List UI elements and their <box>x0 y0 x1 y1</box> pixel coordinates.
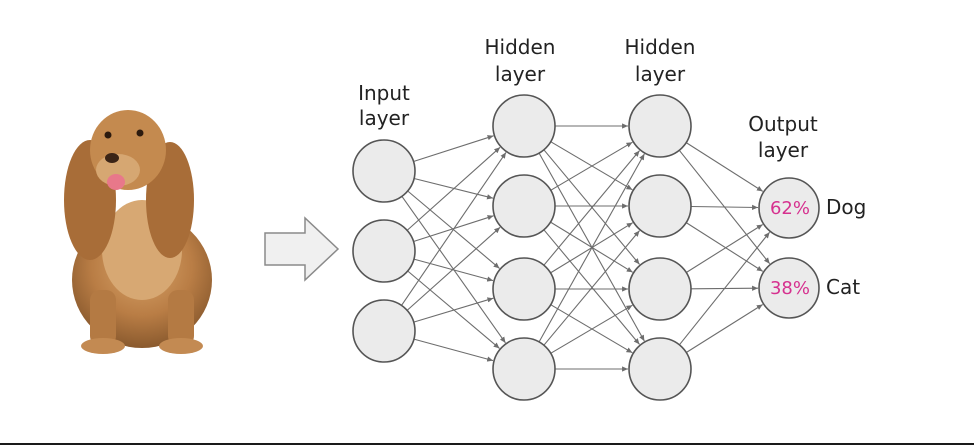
edge-hidden1-3-to-hidden2-2 <box>550 304 633 354</box>
hidden1-node-2 <box>492 257 556 321</box>
hidden2-node-0 <box>628 94 692 158</box>
hidden-layer-2-title-line1: Hidden <box>625 35 696 59</box>
edge-input-2-to-hidden1-3 <box>413 338 494 362</box>
edge-hidden1-3-to-hidden2-1 <box>543 230 640 346</box>
edge-hidden1-3-to-hidden2-0 <box>538 153 645 343</box>
output-layer-title-line2: layer <box>758 138 809 162</box>
input-node-2 <box>352 299 416 363</box>
edge-input-1-to-hidden1-0 <box>406 146 501 231</box>
edge-hidden2-2-to-output-0 <box>686 224 763 273</box>
input-node-0 <box>352 139 416 203</box>
hidden2-node-1 <box>628 174 692 238</box>
input-node-1 <box>352 219 416 283</box>
input-layer-title-line2: layer <box>359 106 410 130</box>
hidden1-node-3 <box>492 337 556 401</box>
output-layer-title-line1: Output <box>748 112 818 136</box>
hidden1-node-0 <box>492 94 556 158</box>
edge-input-2-to-hidden1-2 <box>413 297 494 323</box>
edge-hidden1-2-to-hidden2-0 <box>543 150 640 266</box>
hidden-layer-2-title-line2: layer <box>635 62 686 86</box>
cat-label: Cat <box>826 275 860 299</box>
edge-input-2-to-hidden1-0 <box>401 152 507 306</box>
edge-hidden2-1-to-output-0 <box>690 204 759 211</box>
dog-image <box>64 110 212 354</box>
output-node-1 <box>758 257 820 319</box>
connection-edges <box>401 123 771 372</box>
edge-hidden2-1-to-output-1 <box>685 222 764 272</box>
edge-hidden2-3-to-output-0 <box>678 231 771 346</box>
dog-percent: 62% <box>770 198 810 219</box>
hidden-layer-1-title-line1: Hidden <box>485 35 556 59</box>
hidden2-node-3 <box>628 337 692 401</box>
bottom-divider <box>0 443 974 445</box>
hidden-layer-1-title-line2: layer <box>495 62 546 86</box>
edge-hidden2-0-to-output-0 <box>685 142 764 192</box>
hidden2-node-2 <box>628 257 692 321</box>
edge-input-1-to-hidden1-2 <box>413 258 494 282</box>
dog-label: Dog <box>826 195 866 219</box>
edge-hidden2-3-to-output-1 <box>686 304 763 353</box>
input-layer-title-line1: Input <box>358 81 410 105</box>
edge-input-2-to-hidden1-1 <box>406 226 501 311</box>
edge-input-0-to-hidden1-0 <box>413 135 494 163</box>
edge-hidden1-1-to-hidden2-0 <box>550 141 633 191</box>
input-arrow-icon <box>264 216 340 282</box>
network-nodes <box>352 94 820 401</box>
output-node-0 <box>758 177 820 239</box>
hidden1-node-1 <box>492 174 556 238</box>
cat-percent: 38% <box>770 278 810 299</box>
